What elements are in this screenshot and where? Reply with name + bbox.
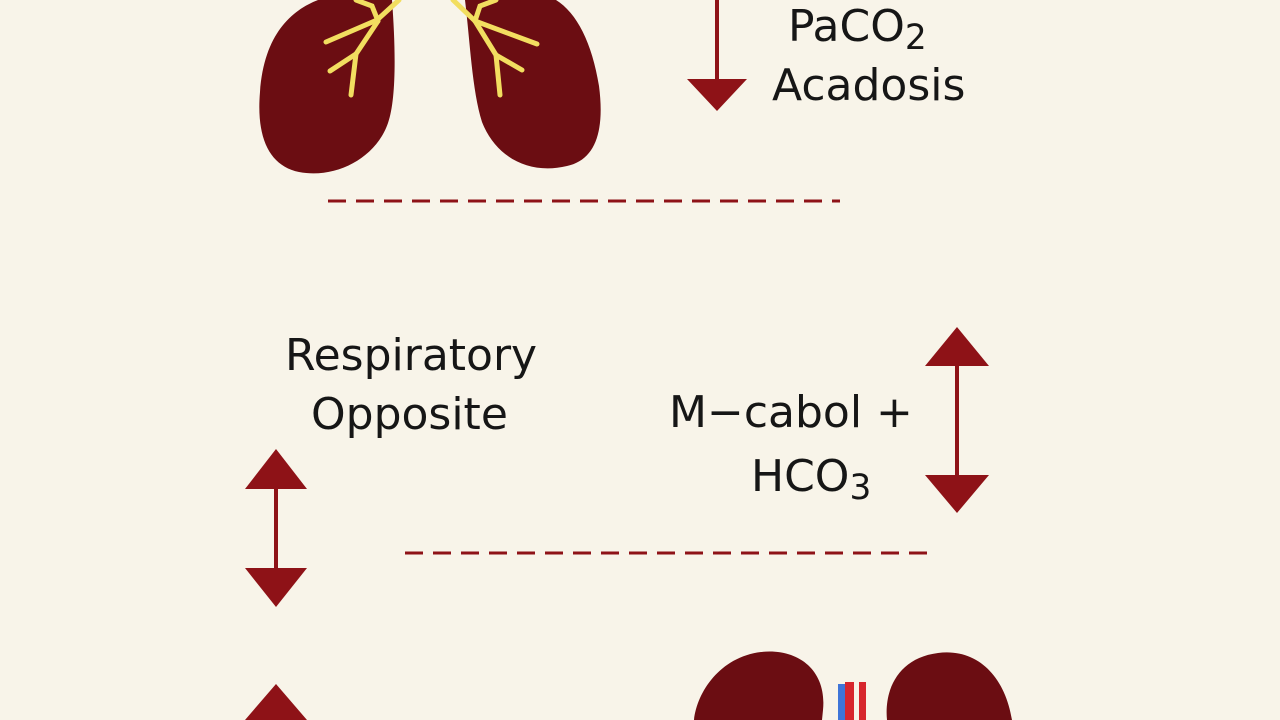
kidneys-icon xyxy=(694,651,1012,720)
respiratory-label: Respiratory xyxy=(285,330,538,381)
arrow-up-down-icon xyxy=(245,449,307,607)
paco2-subscript: 2 xyxy=(904,17,927,58)
opposite-label: Opposite xyxy=(311,389,508,440)
lungs-icon xyxy=(259,0,601,174)
arrow-up-icon xyxy=(245,684,307,720)
arrow-up-down-icon xyxy=(925,327,989,513)
hco3-label: HCO3 xyxy=(751,455,871,505)
metabolic-label: M−cabol + xyxy=(669,387,913,438)
paco2-main: PaCO xyxy=(788,1,905,52)
hco3-main: HCO xyxy=(751,451,850,502)
hco3-subscript: 3 xyxy=(849,467,872,508)
paco2-label: PaCO2 xyxy=(788,5,927,55)
arrow-down-icon xyxy=(687,0,747,111)
acadosis-label: Acadosis xyxy=(772,60,966,111)
